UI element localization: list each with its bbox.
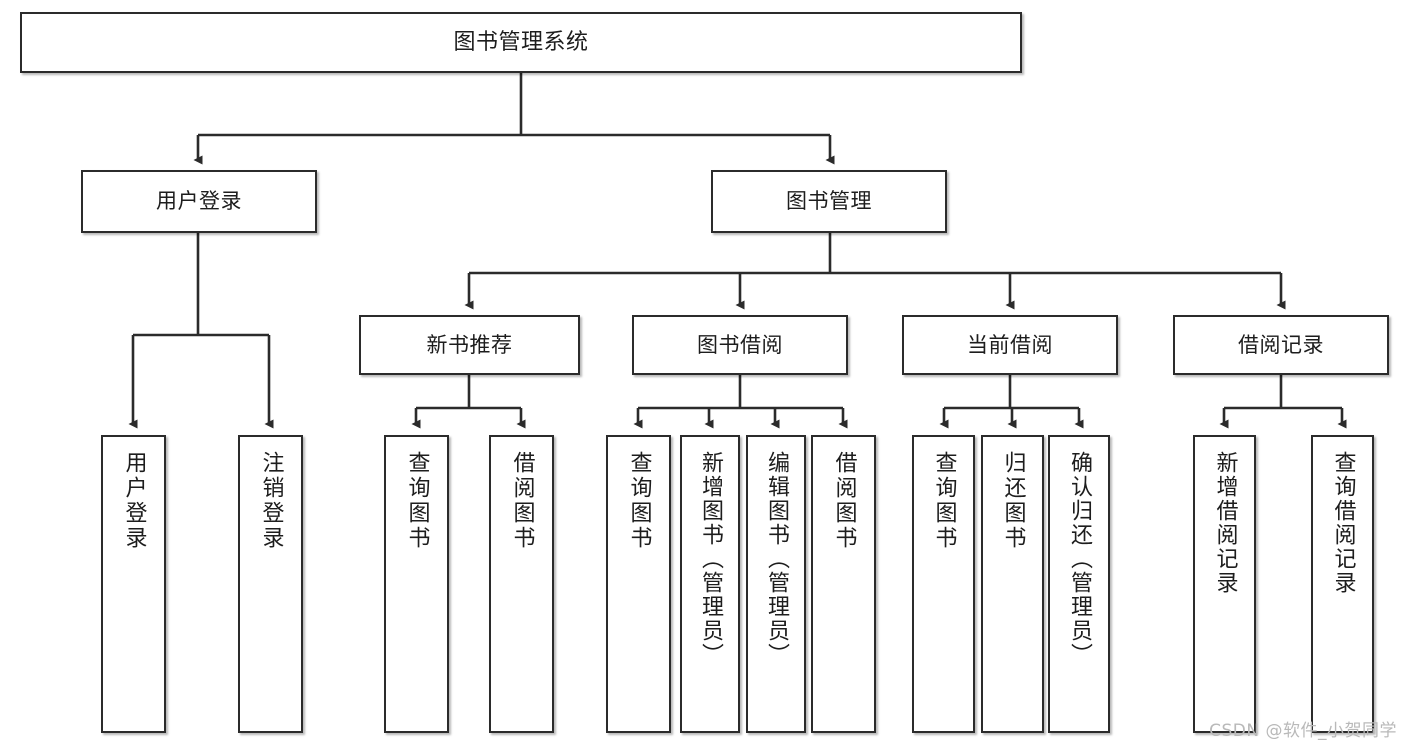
leaf-book-borrow-edit-book-admin[interactable]: 编辑图书（管理员）: [746, 435, 806, 733]
node-label: 新增图书（管理员）: [698, 451, 723, 667]
node-new-book-recommend[interactable]: 新书推荐: [359, 315, 580, 375]
node-label: 用户登录: [156, 189, 242, 214]
leaf-book-borrow-borrow-book[interactable]: 借阅图书: [811, 435, 876, 733]
node-label: 编辑图书（管理员）: [764, 451, 789, 667]
node-user-login[interactable]: 用户登录: [81, 170, 317, 233]
node-root-book-management-system[interactable]: 图书管理系统: [20, 12, 1022, 73]
node-current-borrow[interactable]: 当前借阅: [902, 315, 1118, 375]
node-label: 新增借阅记录: [1212, 451, 1238, 595]
node-label: 图书管理系统: [453, 29, 589, 55]
node-label: 归还图书: [1000, 451, 1026, 551]
leaf-new-book-borrow-book[interactable]: 借阅图书: [489, 435, 554, 733]
leaf-borrow-record-add-record[interactable]: 新增借阅记录: [1193, 435, 1256, 733]
node-label: 当前借阅: [967, 332, 1053, 357]
node-book-borrow[interactable]: 图书借阅: [632, 315, 848, 375]
leaf-book-borrow-query-book[interactable]: 查询图书: [606, 435, 671, 733]
node-label: 借阅记录: [1238, 332, 1324, 357]
node-label: 查询图书: [931, 451, 957, 551]
node-label: 图书管理: [786, 189, 872, 214]
leaf-current-borrow-query-book[interactable]: 查询图书: [912, 435, 975, 733]
node-book-management[interactable]: 图书管理: [711, 170, 947, 233]
leaf-user-login-logout[interactable]: 注销登录: [238, 435, 303, 733]
node-label: 注销登录: [258, 451, 284, 551]
node-label: 图书借阅: [697, 332, 783, 357]
node-label: 查询借阅记录: [1330, 451, 1356, 595]
node-label: 借阅图书: [831, 451, 857, 551]
leaf-current-borrow-confirm-return-admin[interactable]: 确认归还（管理员）: [1048, 435, 1110, 733]
node-label: 确认归还（管理员）: [1067, 451, 1092, 667]
node-label: 查询图书: [404, 451, 430, 551]
node-label: 用户登录: [121, 451, 147, 551]
watermark-text: CSDN @软件_小贺同学: [1209, 721, 1397, 741]
leaf-user-login-login[interactable]: 用户登录: [101, 435, 166, 733]
node-label: 借阅图书: [509, 451, 535, 551]
leaf-current-borrow-return-book[interactable]: 归还图书: [981, 435, 1044, 733]
leaf-borrow-record-query-record[interactable]: 查询借阅记录: [1311, 435, 1374, 733]
node-label: 查询图书: [626, 451, 652, 551]
node-borrow-record[interactable]: 借阅记录: [1173, 315, 1389, 375]
leaf-book-borrow-add-book-admin[interactable]: 新增图书（管理员）: [680, 435, 740, 733]
leaf-new-book-query-book[interactable]: 查询图书: [384, 435, 449, 733]
node-label: 新书推荐: [426, 332, 513, 357]
